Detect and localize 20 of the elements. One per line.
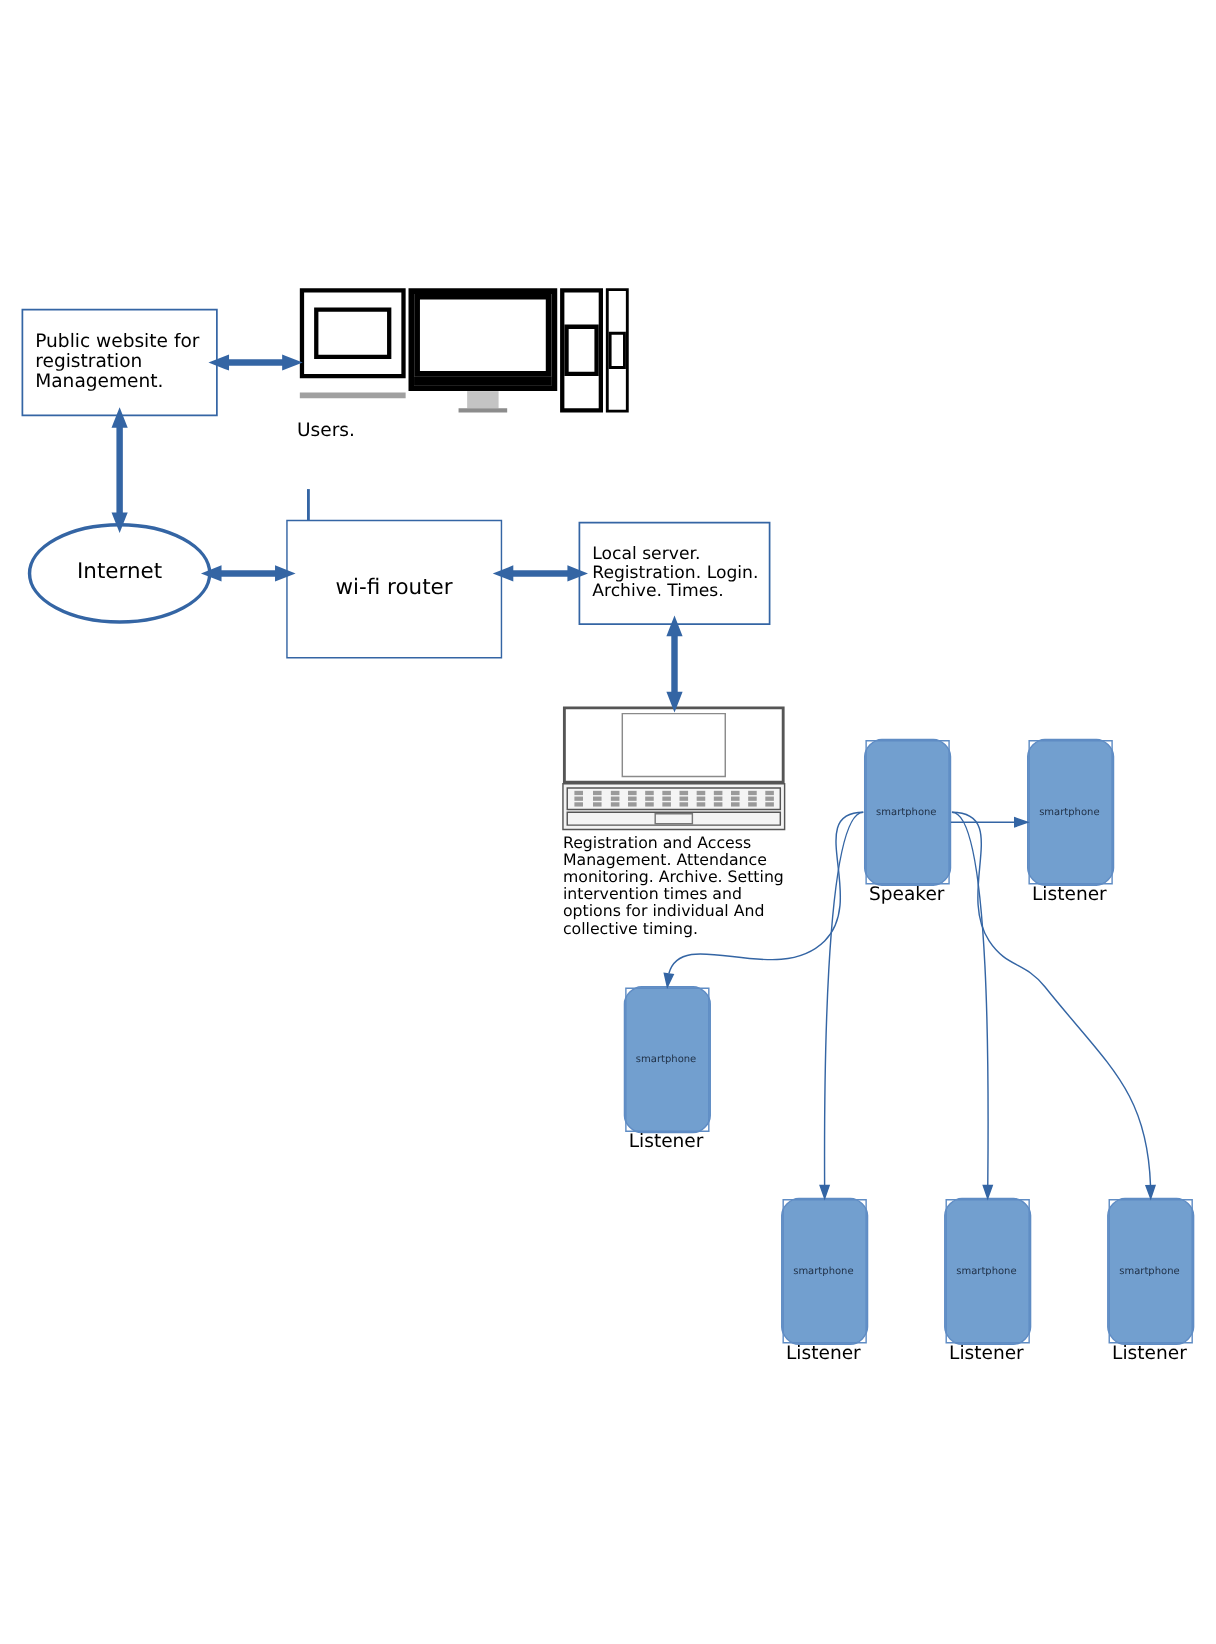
node-label: Listener <box>1032 883 1107 906</box>
node-label: Listener <box>628 1130 704 1153</box>
node-label: Listener <box>1112 1342 1187 1365</box>
arrow <box>951 810 1156 1200</box>
arrow <box>208 353 303 370</box>
node-box: Local server. Registration. Login. Archive. Times. <box>578 520 771 625</box>
arrow <box>666 614 683 712</box>
arrow <box>950 815 1030 827</box>
node-label: Speaker <box>868 883 945 906</box>
arrow <box>492 564 588 581</box>
node-box: Public website for registration Management. <box>21 307 218 416</box>
node-ellipse: Internet <box>27 522 212 623</box>
arrow <box>663 810 864 988</box>
arrow <box>819 810 864 1200</box>
arrow <box>200 564 296 581</box>
node-label: Listener <box>949 1342 1024 1365</box>
arrow <box>111 406 128 533</box>
node-label: Listener <box>786 1342 861 1365</box>
node-label: Users. <box>296 419 355 442</box>
arrow <box>951 810 994 1200</box>
